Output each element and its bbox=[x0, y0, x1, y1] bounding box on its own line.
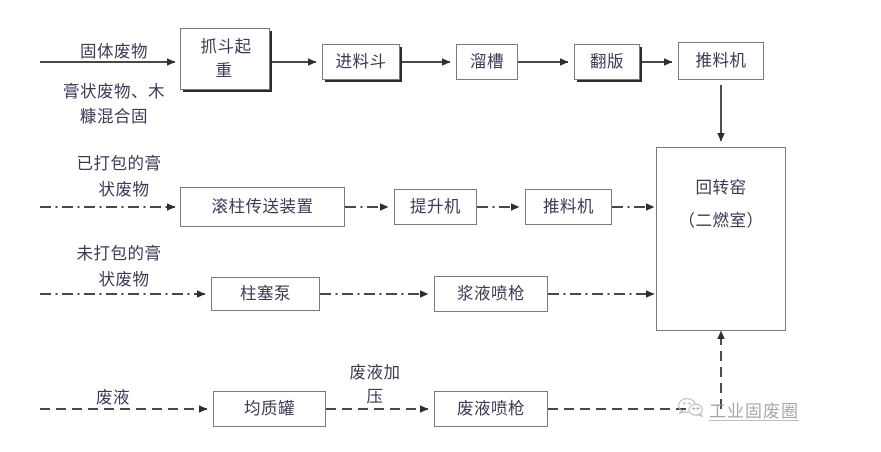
node-waste-liquid-lance[interactable]: 废液喷枪 bbox=[434, 391, 548, 427]
row2-input-label-line2: 状废物 bbox=[98, 180, 150, 199]
node-chute-label: 溜槽 bbox=[470, 52, 504, 72]
wechat-icon bbox=[677, 396, 704, 423]
node-plunger-pump[interactable]: 柱塞泵 bbox=[211, 277, 320, 311]
node-grab-crane-line2: 重 bbox=[215, 61, 233, 80]
node-rotary-kiln-line2: （二燃室） bbox=[678, 210, 764, 230]
node-pusher-row2[interactable]: 推料机 bbox=[525, 189, 612, 225]
row4-input-label: 废液 bbox=[96, 388, 130, 407]
node-pusher-row1[interactable]: 推料机 bbox=[678, 42, 764, 80]
node-slurry-lance[interactable]: 浆液喷枪 bbox=[434, 276, 548, 312]
row2-input-label-line1: 已打包的膏 bbox=[76, 154, 162, 173]
node-rotary-kiln-line1: 回转窑 bbox=[695, 178, 747, 197]
row1-input-label-line3: 糠混合固 bbox=[80, 107, 148, 126]
row4-mid-label-line2: 压 bbox=[366, 387, 384, 406]
node-feed-hopper[interactable]: 进料斗 bbox=[322, 44, 400, 80]
node-grab-crane[interactable]: 抓斗起 重 bbox=[180, 28, 270, 90]
row1-input-label-line2: 膏状废物、木 bbox=[63, 82, 165, 101]
node-pusher-row1-label: 推料机 bbox=[695, 51, 747, 71]
node-pusher-row2-label: 推料机 bbox=[543, 197, 594, 217]
node-grab-crane-line1: 抓斗起 bbox=[200, 37, 252, 57]
node-homogenizing-tank-label: 均质罐 bbox=[244, 399, 295, 419]
node-elevator-label: 提升机 bbox=[410, 197, 461, 217]
watermark-text: 工业固废圈 bbox=[709, 402, 799, 422]
node-waste-liquid-lance-label: 废液喷枪 bbox=[457, 399, 525, 419]
row1-input-label-line1: 固体废物 bbox=[80, 42, 148, 61]
row3-input-label-line2: 状废物 bbox=[98, 270, 150, 289]
node-roller-conveyor[interactable]: 滚柱传送装置 bbox=[180, 187, 345, 227]
node-flip-plate[interactable]: 翻版 bbox=[574, 44, 640, 80]
node-roller-conveyor-label: 滚柱传送装置 bbox=[211, 197, 314, 217]
node-rotary-kiln[interactable]: 回转窑 （二燃室） bbox=[656, 147, 786, 331]
node-elevator[interactable]: 提升机 bbox=[394, 189, 477, 225]
row3-input-label-line1: 未打包的膏 bbox=[76, 244, 162, 263]
node-slurry-lance-label: 浆液喷枪 bbox=[457, 284, 525, 304]
node-chute[interactable]: 溜槽 bbox=[456, 44, 518, 80]
node-flip-plate-label: 翻版 bbox=[590, 52, 624, 72]
node-homogenizing-tank[interactable]: 均质罐 bbox=[213, 391, 326, 427]
node-feed-hopper-label: 进料斗 bbox=[335, 52, 387, 72]
row4-mid-label-line1: 废液加 bbox=[349, 363, 401, 382]
node-plunger-pump-label: 柱塞泵 bbox=[240, 284, 291, 304]
watermark: 工业固废圈 bbox=[677, 396, 799, 423]
